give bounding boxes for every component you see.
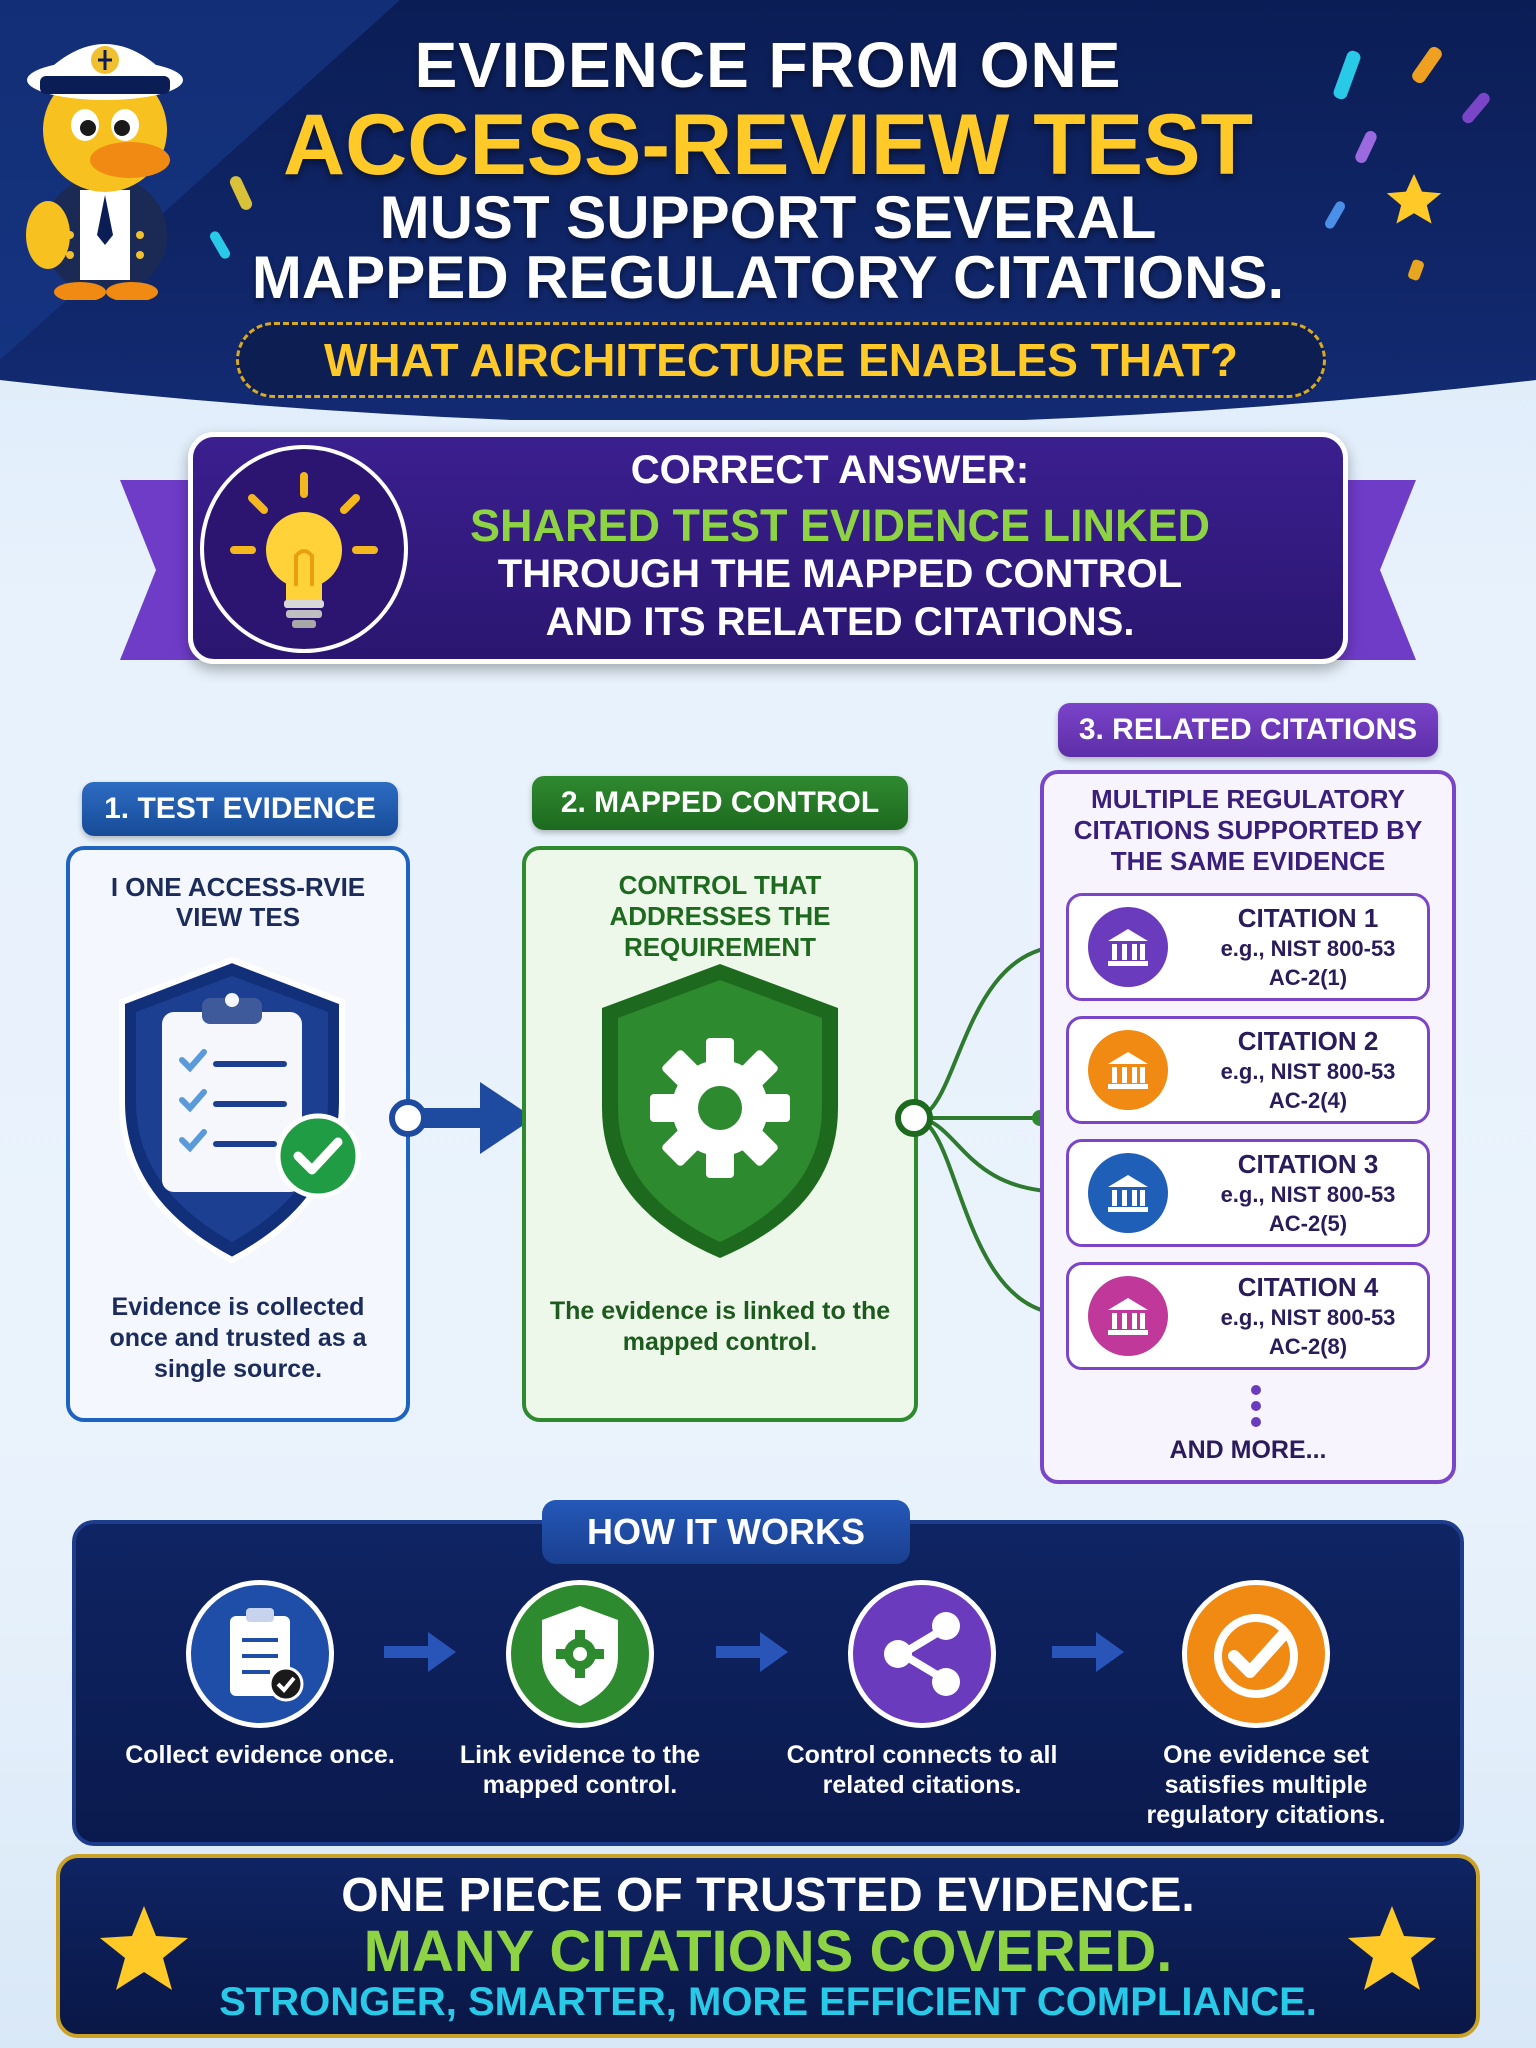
step-connect-circle <box>848 1580 996 1728</box>
step-connect-text: Control connects to all related citation… <box>786 1741 1058 1799</box>
arrow-evidence-to-control <box>389 1082 534 1154</box>
mapped-control-tag: 2. MAPPED CONTROL <box>532 776 908 830</box>
confetti-decoration-left <box>210 176 253 259</box>
step-collect-circle <box>186 1580 334 1728</box>
checkmark-icon <box>1214 1614 1298 1698</box>
step-link-text: Link evidence to the mapped control. <box>459 1741 701 1799</box>
headline-line-2: ACCESS-REVIEW TEST <box>283 97 1253 193</box>
test-evidence-title: I ONE ACCESS-RVIE VIEW TES <box>110 872 366 932</box>
bank-icon <box>1088 1276 1168 1356</box>
citation-name: CITATION 2 <box>1237 1026 1379 1056</box>
step-satisfy-circle <box>1182 1580 1330 1728</box>
confetti-decoration <box>1325 46 1490 281</box>
mapped-control-body: The evidence is linked to the mapped con… <box>549 1297 891 1356</box>
citation-ref-code: AC-2(8) <box>1268 1334 1348 1359</box>
footer-line-1: ONE PIECE OF TRUSTED EVIDENCE. <box>341 1869 1195 1922</box>
test-evidence-body: Evidence is collected once and trusted a… <box>109 1293 367 1383</box>
answer-line-4: AND ITS RELATED CITATIONS. <box>545 600 1135 644</box>
mapped-control-title: CONTROL THAT ADDRESSES THE REQUIREMENT <box>609 870 831 962</box>
related-citations-tag: 3. RELATED CITATIONS <box>1058 703 1438 757</box>
more-dots-icon <box>1251 1385 1261 1427</box>
share-icon <box>884 1612 960 1696</box>
headline-line-3: MUST SUPPORT SEVERAL <box>379 184 1157 251</box>
test-evidence-tag: 1. TEST EVIDENCE <box>82 782 398 836</box>
related-citations-title: MULTIPLE REGULATORY CITATIONS SUPPORTED … <box>1073 784 1423 876</box>
shield-clipboard-icon <box>119 956 361 1264</box>
connector-control-to-citations <box>895 938 1074 1322</box>
headline-line-1: EVIDENCE FROM ONE <box>414 29 1122 101</box>
citation-ref: e.g., NIST 800-53 <box>1220 1305 1396 1330</box>
bank-icon <box>1088 907 1168 987</box>
citation-ref: e.g., NIST 800-53 <box>1220 936 1396 961</box>
answer-line-3: THROUGH THE MAPPED CONTROL <box>497 552 1183 596</box>
citation-name: CITATION 1 <box>1237 903 1379 933</box>
arrow-right-icon <box>716 1632 788 1672</box>
star-icon-right <box>1348 1906 1436 1990</box>
clipboard-check-icon <box>230 1608 304 1702</box>
step-collect-text: Collect evidence once. <box>125 1741 395 1769</box>
arrow-right-icon <box>1052 1632 1124 1672</box>
bank-icon <box>1088 1030 1168 1110</box>
citation-ref-code: AC-2(4) <box>1268 1088 1348 1113</box>
arrow-right-icon <box>384 1632 456 1672</box>
answer-label: CORRECT ANSWER: <box>630 448 1030 492</box>
shield-gear-small-icon <box>542 1606 618 1706</box>
footer-line-2: MANY CITATIONS COVERED. <box>363 1919 1173 1984</box>
headline-line-4: MAPPED REGULATORY CITATIONS. <box>251 244 1285 311</box>
citation-name: CITATION 3 <box>1237 1149 1379 1179</box>
citation-ref: e.g., NIST 800-53 <box>1220 1182 1396 1207</box>
answer-highlight: SHARED TEST EVIDENCE LINKED <box>469 500 1211 551</box>
bank-icon-glyphs <box>1108 929 1148 1335</box>
footer-line-3: STRONGER, SMARTER, MORE EFFICIENT COMPLI… <box>219 1980 1317 2024</box>
question-pill: WHAT AIRCHITECTURE ENABLES THAT? <box>236 322 1326 398</box>
and-more-label: AND MORE... <box>1169 1436 1327 1464</box>
star-icon-left <box>100 1906 188 1990</box>
duck-captain-mascot-icon <box>26 44 183 300</box>
citation-name: CITATION 4 <box>1237 1272 1379 1302</box>
bank-icon <box>1088 1153 1168 1233</box>
citation-ref-code: AC-2(1) <box>1268 965 1348 990</box>
citation-ref-code: AC-2(5) <box>1268 1211 1348 1236</box>
how-it-works-title: HOW IT WORKS <box>542 1500 910 1564</box>
citation-ref: e.g., NIST 800-53 <box>1220 1059 1396 1084</box>
shield-gear-icon <box>602 964 838 1258</box>
lightbulb-icon <box>230 472 378 628</box>
footer-banner <box>56 1854 1480 2038</box>
step-satisfy-text: One evidence set satisfies multiple regu… <box>1146 1741 1386 1829</box>
